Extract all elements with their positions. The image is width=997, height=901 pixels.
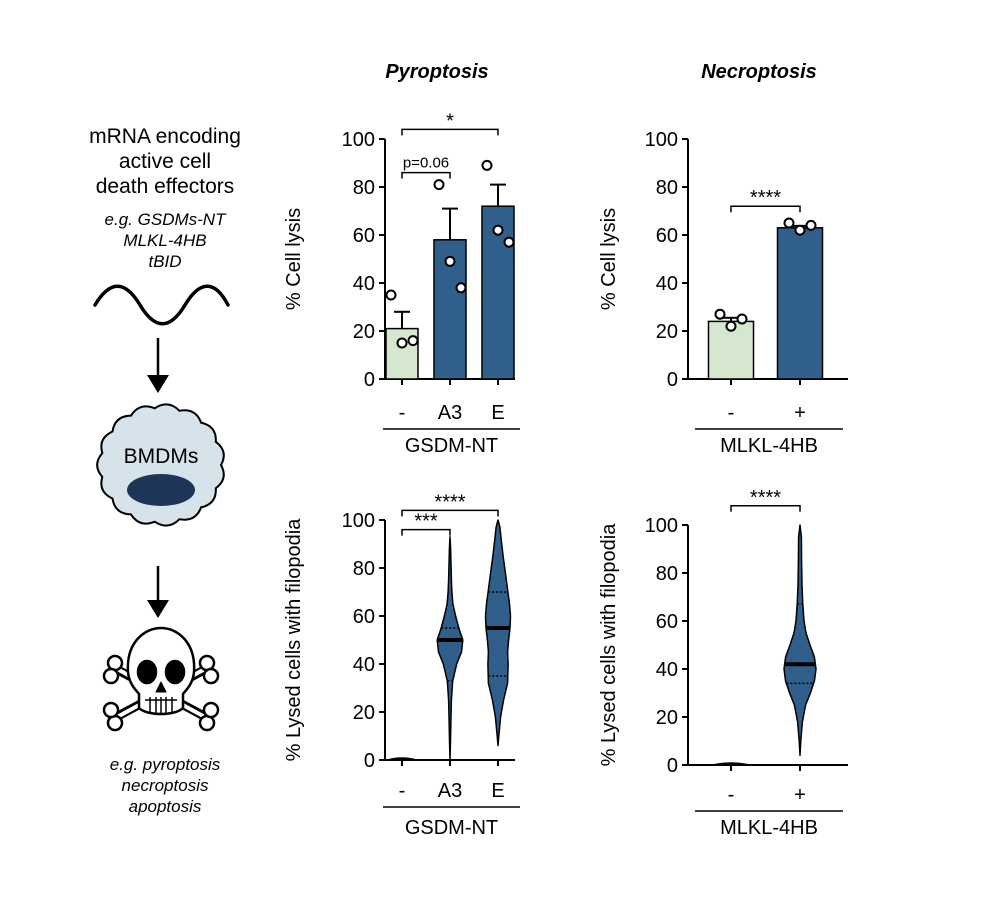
group-label: GSDM-NT <box>405 817 498 839</box>
x-tick-label: E <box>491 780 504 802</box>
data-point <box>714 308 726 320</box>
violin-- <box>712 762 750 766</box>
violin-- <box>386 757 418 761</box>
schematic-example-3: tBID <box>148 252 181 271</box>
y-tick-label: 60 <box>656 225 678 247</box>
y-tick-label: 0 <box>364 750 375 772</box>
y-tick-label: 80 <box>353 558 375 580</box>
necroptosis-lysis-bar-chart: 0 20 40 60 80 100 - + MLKL-4HB % Cell lysis **** <box>598 129 848 457</box>
data-point <box>725 320 737 332</box>
y-axis-label: % Cell lysis <box>598 208 620 310</box>
y-tick-label: 20 <box>656 707 678 729</box>
x-tick-label: - <box>399 402 406 424</box>
y-tick-label: 60 <box>353 606 375 628</box>
data-point <box>385 289 397 301</box>
significance-bracket <box>401 509 499 517</box>
y-tick-label: 80 <box>656 177 678 199</box>
nucleus-icon <box>127 474 195 506</box>
schematic-heading-line-2: active cell <box>119 150 211 173</box>
y-tick-label: 100 <box>342 510 375 532</box>
schematic: mRNA encoding active cell death effector… <box>89 125 241 816</box>
data-point <box>455 282 467 294</box>
y-axis-label: % Lysed cells with filopodia <box>598 523 620 767</box>
x-tick-label: - <box>399 780 406 802</box>
necroptosis-filopodia-violin-chart: 0 20 40 60 80 100 - + MLKL-4HB % Lysed cells with… <box>598 487 848 839</box>
significance-label: **** <box>434 491 465 513</box>
y-tick-label: 100 <box>645 515 678 537</box>
y-tick-label: 60 <box>353 225 375 247</box>
data-point <box>481 159 493 171</box>
significance-label: * <box>446 110 454 132</box>
y-axis-label: % Lysed cells with filopodia <box>283 518 305 762</box>
y-tick-label: 40 <box>353 273 375 295</box>
schematic-example-2: MLKL-4HB <box>123 231 206 250</box>
x-tick-label: - <box>728 784 735 806</box>
data-point <box>396 337 408 349</box>
group-label: GSDM-NT <box>405 435 498 457</box>
group-label: MLKL-4HB <box>720 817 818 839</box>
bar-+ <box>776 227 824 380</box>
y-tick-label: 0 <box>667 755 678 777</box>
cell-label: BMDMs <box>124 445 199 468</box>
schematic-heading-line-3: death effectors <box>96 175 235 198</box>
significance-bracket <box>401 528 451 536</box>
x-tick-label: E <box>491 402 504 424</box>
data-point <box>503 236 515 248</box>
significance-bracket <box>401 171 451 179</box>
group-label: MLKL-4HB <box>720 435 818 457</box>
data-point <box>736 313 748 325</box>
significance-label: p=0.06 <box>403 155 449 172</box>
y-tick-label: 80 <box>656 563 678 585</box>
arrow-down-icon <box>147 338 169 393</box>
y-tick-label: 100 <box>342 129 375 151</box>
y-tick-label: 100 <box>645 129 678 151</box>
y-tick-label: 60 <box>656 611 678 633</box>
x-tick-label: - <box>728 402 735 424</box>
violin-+ <box>783 524 817 757</box>
significance-label: **** <box>750 187 781 209</box>
y-tick-label: 40 <box>656 659 678 681</box>
y-tick-label: 40 <box>656 273 678 295</box>
significance-bracket <box>730 505 801 512</box>
data-point <box>433 179 445 191</box>
y-tick-label: 40 <box>353 654 375 676</box>
macrophage-cell-icon: BMDMs <box>96 403 225 527</box>
schematic-outcome-1: e.g. pyroptosis <box>110 755 221 774</box>
data-point <box>407 335 419 347</box>
y-tick-label: 80 <box>353 177 375 199</box>
significance-label: *** <box>414 511 438 533</box>
violin-E <box>484 519 512 747</box>
y-tick-label: 20 <box>353 702 375 724</box>
x-tick-label: + <box>794 784 806 806</box>
schematic-example-1: e.g. GSDMs-NT <box>105 210 228 229</box>
schematic-heading-line-1: mRNA encoding <box>89 125 241 148</box>
violin-A3 <box>436 536 464 761</box>
necroptosis-title: Necroptosis <box>701 61 817 83</box>
y-tick-label: 0 <box>667 369 678 391</box>
y-axis-label: % Cell lysis <box>283 208 305 310</box>
skull-crossbones-icon <box>102 626 220 732</box>
data-point <box>794 224 806 236</box>
x-tick-label: A3 <box>438 780 462 802</box>
x-tick-label: + <box>794 402 806 424</box>
y-tick-label: 0 <box>364 369 375 391</box>
data-point <box>444 255 456 267</box>
schematic-outcome-2: necroptosis <box>122 776 209 795</box>
significance-label: **** <box>750 487 781 509</box>
significance-bracket <box>730 205 801 213</box>
data-point <box>783 217 795 229</box>
x-tick-label: A3 <box>438 402 462 424</box>
pyroptosis-lysis-bar-chart: 0 20 40 60 80 100 - A3 E GSDM-NT % Cell lysis p=0.0… <box>283 110 520 457</box>
y-tick-label: 20 <box>353 321 375 343</box>
mrna-wave-icon <box>93 284 230 326</box>
arrow-down-icon <box>147 566 169 618</box>
pyroptosis-title: Pyroptosis <box>385 61 488 83</box>
significance-bracket <box>401 128 499 136</box>
pyroptosis-filopodia-violin-chart: 0 20 40 60 80 100 - A3 E GSDM-NT % Lysed cells wit… <box>283 491 520 839</box>
schematic-outcome-3: apoptosis <box>129 797 202 816</box>
data-point <box>492 224 504 236</box>
data-point <box>805 219 817 231</box>
y-tick-label: 20 <box>656 321 678 343</box>
